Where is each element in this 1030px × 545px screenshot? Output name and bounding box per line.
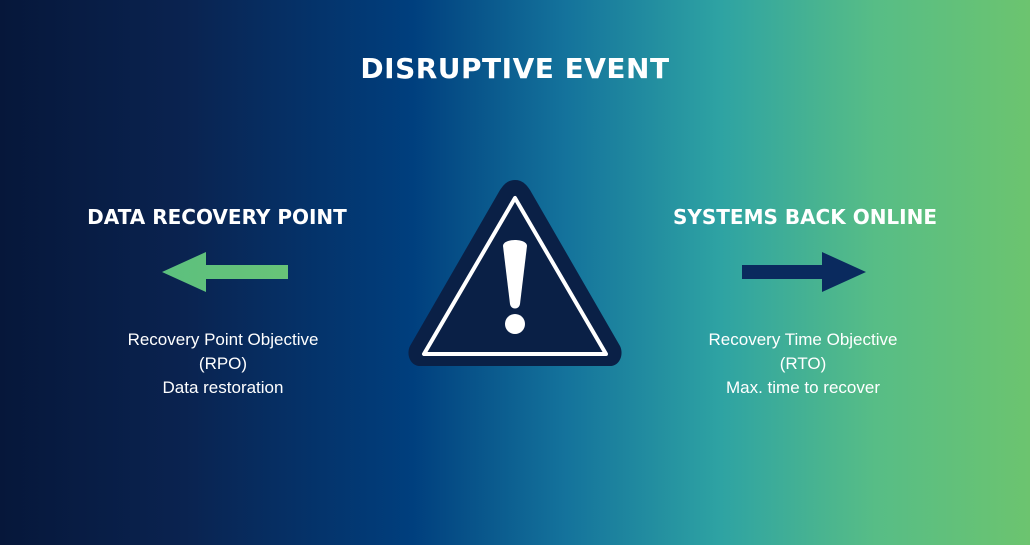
arrow-left-icon	[162, 252, 288, 292]
left-heading: DATA RECOVERY POINT	[87, 205, 347, 229]
left-description: Recovery Point Objective (RPO) Data rest…	[98, 328, 348, 400]
right-desc-line: Recovery Time Objective	[708, 330, 898, 349]
left-desc-line: (RPO)	[198, 354, 248, 373]
right-desc-line: Max. time to recover	[726, 378, 880, 397]
right-description: Recovery Time Objective (RTO) Max. time …	[678, 328, 928, 400]
right-desc-line: (RTO)	[779, 354, 827, 373]
arrow-right-icon	[742, 252, 866, 292]
warning-triangle-icon	[408, 180, 622, 366]
right-heading: SYSTEMS BACK ONLINE	[672, 205, 938, 229]
left-desc-line: Recovery Point Objective	[127, 330, 319, 349]
diagram-title: DISRUPTIVE EVENT	[360, 52, 670, 85]
left-desc-line: Data restoration	[162, 378, 284, 397]
